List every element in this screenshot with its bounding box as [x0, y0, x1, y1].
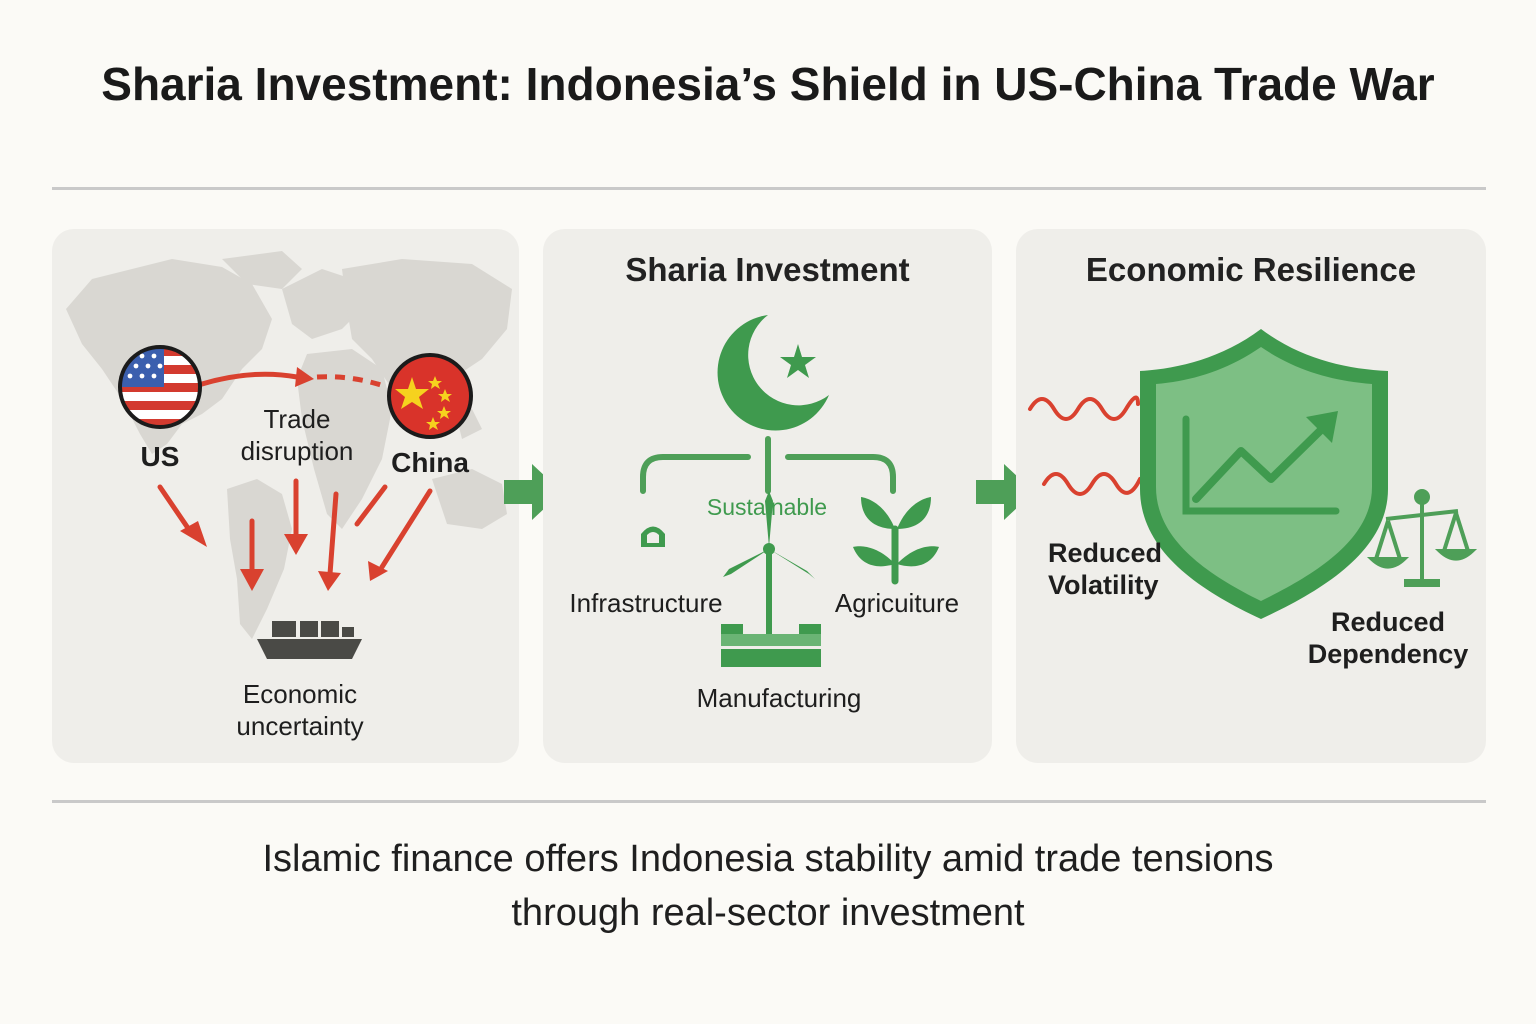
sharia-illustration [617, 315, 939, 667]
economic-uncertainty-label: Economic uncertainty [236, 679, 364, 741]
china-flag-icon [387, 353, 473, 439]
reduced-dependency-label: Reduced Dependency [1307, 607, 1469, 669]
world-map [66, 251, 512, 639]
sprout-icon [853, 497, 939, 585]
us-flag-icon [118, 345, 202, 429]
world-map-illustration [66, 251, 512, 659]
impact-arrowheads [180, 521, 388, 591]
flow-arrow-1 [504, 464, 562, 520]
summary-caption: Islamic finance offers Indonesia stabili… [262, 838, 1274, 934]
balance-scale-icon [1366, 489, 1478, 587]
infrastructure-label: Infrastructure [569, 588, 723, 618]
mosque-dome-icon [617, 494, 683, 574]
sharia-investment-panel: Sharia Investment [543, 229, 992, 763]
impact-arrows [157, 478, 433, 577]
bottom-divider [52, 800, 1486, 803]
flow-arrow-2 [976, 464, 1034, 520]
trade-war-panel: US China Trade disruption Economic uncer… [52, 229, 519, 763]
agriculture-label: Agricuiture [834, 588, 960, 618]
manufacturing-label: Manufacturing [696, 683, 862, 713]
crescent-star-icon [717, 315, 829, 431]
cargo-ship-icon [257, 621, 362, 659]
volatility-wave-icon [1028, 395, 1142, 496]
trade-disruption-label: Trade disruption [240, 404, 354, 466]
top-divider [52, 187, 1486, 190]
economic-resilience-panel: Economic Resilience Reduced Volatility R [1016, 229, 1486, 763]
sharia-panel-title: Sharia Investment [625, 251, 910, 288]
trade-arrow-broken [316, 374, 388, 390]
us-label: US [140, 441, 180, 472]
resilience-panel-title: Economic Resilience [1085, 251, 1417, 288]
trade-arrow [199, 371, 300, 387]
page-title: Sharia Investment: Indonesia’s Shield in… [101, 58, 1435, 110]
wind-turbine-icon [721, 491, 821, 667]
branch-connectors [640, 436, 896, 494]
china-label: China [391, 447, 469, 478]
reduced-volatility-label: Reduced Volatility [1048, 538, 1163, 600]
resilience-illustration [1028, 329, 1478, 619]
shield-chart-icon [1140, 329, 1388, 619]
trade-arrow-head [295, 367, 314, 387]
sustainable-label: Sustainable [706, 494, 828, 520]
